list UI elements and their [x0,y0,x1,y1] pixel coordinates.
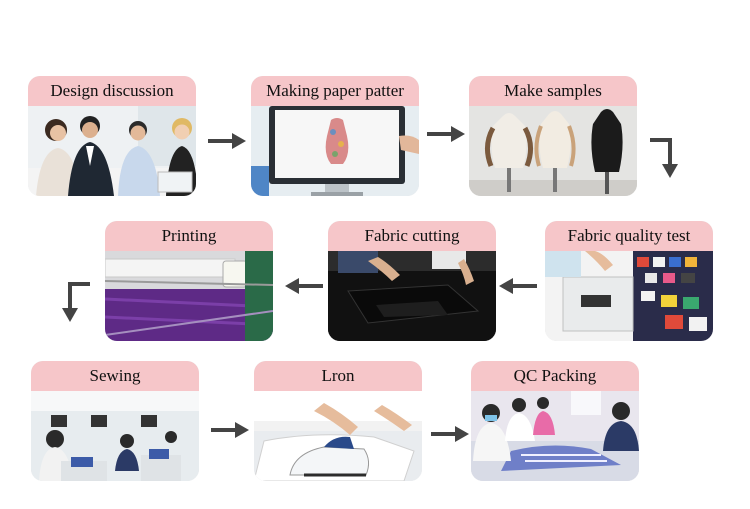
step-fabric-cutting: Fabric cutting [328,221,496,341]
make-samples-photo [469,106,637,196]
arrow-left-icon [497,276,539,296]
step-label: Sewing [31,361,199,391]
fabric-quality-test-photo [545,251,713,341]
arrow-right-icon [425,124,467,144]
step-making-paper-pattern: Making paper patter [251,76,419,196]
arrow-left-icon [283,276,325,296]
arrow-right-icon [209,420,251,440]
printing-photo [105,251,273,341]
arrow-right-icon [206,131,248,151]
step-label: Fabric cutting [328,221,496,251]
iron-photo [254,391,422,481]
step-label: Making paper patter [251,76,419,106]
step-design-discussion: Design discussion [28,76,196,196]
making-paper-pattern-photo [251,106,419,196]
fabric-cutting-photo [328,251,496,341]
step-label: Design discussion [28,76,196,106]
arrow-right-icon [429,424,471,444]
step-label: Make samples [469,76,637,106]
step-make-samples: Make samples [469,76,637,196]
step-iron: Lron [254,361,422,481]
step-label: Printing [105,221,273,251]
step-printing: Printing [105,221,273,341]
step-qc-packing: QC Packing [471,361,639,481]
qc-packing-photo [471,391,639,481]
step-label: Fabric quality test [545,221,713,251]
sewing-photo [31,391,199,481]
design-discussion-photo [28,106,196,196]
step-fabric-quality-test: Fabric quality test [545,221,713,341]
step-sewing: Sewing [31,361,199,481]
arrow-down-corner-icon [60,280,92,324]
step-label: QC Packing [471,361,639,391]
arrow-down-corner-icon [648,136,680,180]
step-label: Lron [254,361,422,391]
